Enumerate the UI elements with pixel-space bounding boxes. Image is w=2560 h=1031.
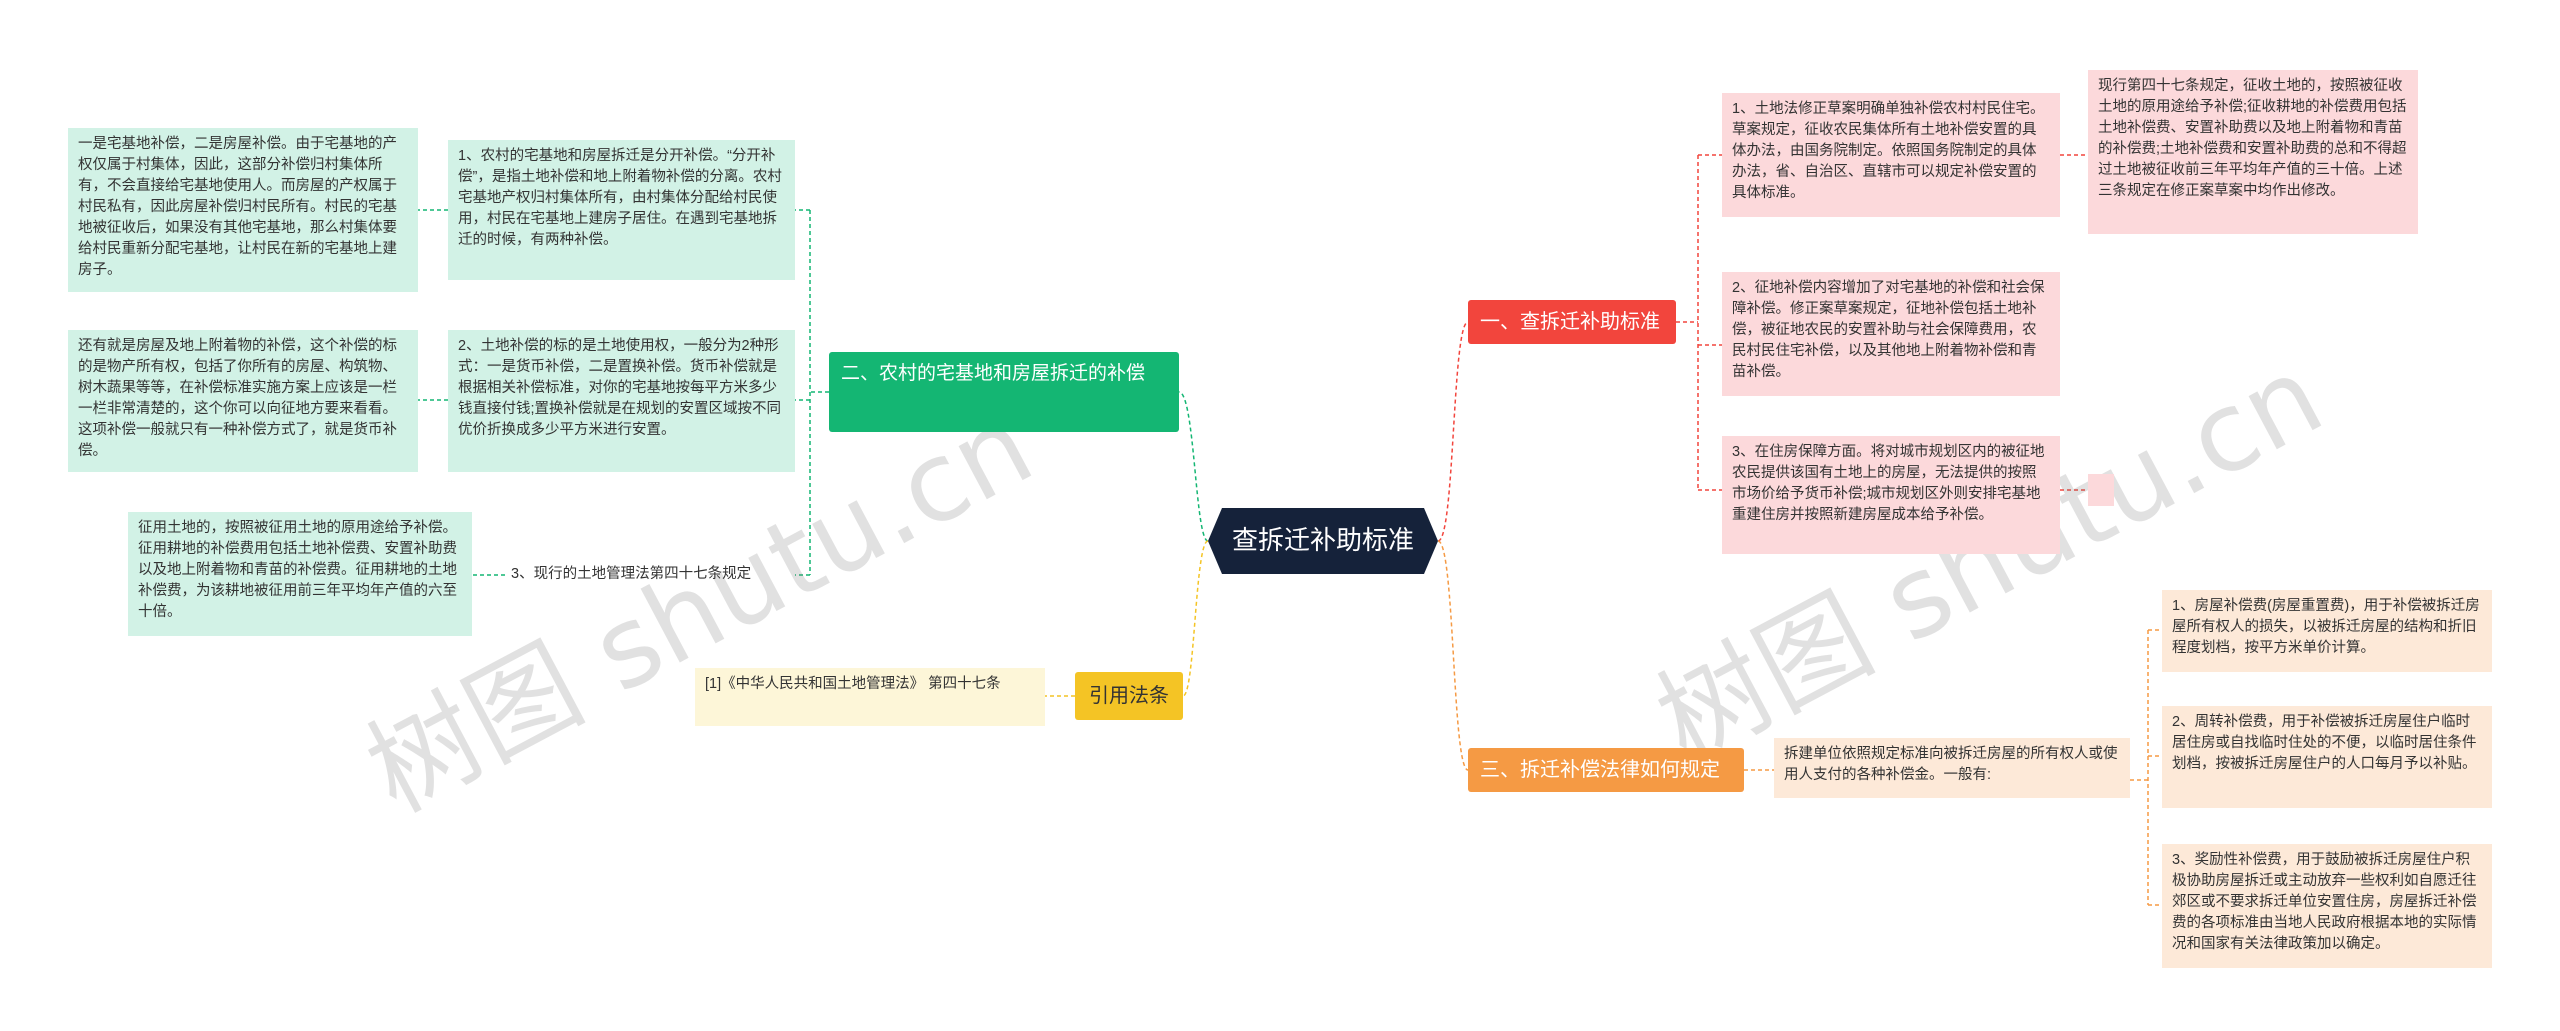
branch-3-item-2[interactable]: 2、周转补偿费，用于补偿被拆迁房屋住户临时居住房或自找临时住处的不便，以临时居住… [2162, 706, 2492, 808]
branch-1-item-3[interactable]: 3、在住房保障方面。将对城市规划区内的被征地农民提供该国有土地上的房屋，无法提供… [1722, 436, 2060, 554]
branch-2-item-1[interactable]: 1、农村的宅基地和房屋拆迁是分开补偿。“分开补偿”，是指土地补偿和地上附着物补偿… [448, 140, 795, 280]
branch-1-detail-1[interactable]: 现行第四十七条规定，征收土地的，按照被征收土地的原用途给予补偿;征收耕地的补偿费… [2088, 70, 2418, 234]
branch-2-detail-1[interactable]: 一是宅基地补偿，二是房屋补偿。由于宅基地的产权仅属于村集体，因此，这部分补偿归村… [68, 128, 418, 292]
root-label: 查拆迁补助标准 [1231, 525, 1414, 556]
branch-3-item-1[interactable]: 1、房屋补偿费(房屋重置费)，用于补偿被拆迁房屋所有权人的损失，以被拆迁房屋的结… [2162, 590, 2492, 672]
branch-3-node[interactable]: 三、拆迁补偿法律如何规定 [1468, 748, 1744, 792]
branch-4-label: 引用法条 [1089, 684, 1169, 707]
branch-2-node[interactable]: 二、农村的宅基地和房屋拆迁的补偿 [829, 352, 1179, 432]
branch-4-item-1[interactable]: [1]《中华人民共和国土地管理法》 第四十七条 [695, 668, 1045, 726]
branch-1-detail-3[interactable] [2088, 474, 2114, 506]
branch-2-label: 二、农村的宅基地和房屋拆迁的补偿 [841, 363, 1146, 384]
branch-3-intro[interactable]: 拆建单位依照规定标准向被拆迁房屋的所有权人或使用人支付的各种补偿金。一般有: [1774, 738, 2130, 798]
branch-3-label: 三、拆迁补偿法律如何规定 [1480, 758, 1720, 781]
branch-1-node[interactable]: 一、查拆迁补助标准 [1468, 300, 1676, 344]
branch-1-item-1[interactable]: 1、土地法修正草案明确单独补偿农村村民住宅。草案规定，征收农民集体所有土地补偿安… [1722, 93, 2060, 217]
branch-2-detail-3[interactable]: 征用土地的，按照被征用土地的原用途给予补偿。征用耕地的补偿费用包括土地补偿费、安… [128, 512, 472, 636]
root-node[interactable]: 查拆迁补助标准 [1208, 508, 1438, 574]
branch-1-label: 一、查拆迁补助标准 [1480, 310, 1660, 333]
branch-2-item-3[interactable]: 3、现行的土地管理法第四十七条规定 [511, 566, 752, 582]
branch-4-node[interactable]: 引用法条 [1075, 672, 1183, 720]
branch-2-detail-2[interactable]: 还有就是房屋及地上附着物的补偿，这个补偿的标的是物产所有权，包括了你所有的房屋、… [68, 330, 418, 472]
branch-1-item-2[interactable]: 2、征地补偿内容增加了对宅基地的补偿和社会保障补偿。修正案草案规定，征地补偿包括… [1722, 272, 2060, 396]
branch-3-item-3[interactable]: 3、奖励性补偿费，用于鼓励被拆迁房屋住户积极协助房屋拆迁或主动放弃一些权利如自愿… [2162, 844, 2492, 968]
branch-2-item-2[interactable]: 2、土地补偿的标的是土地使用权，一般分为2种形式：一是货币补偿，二是置换补偿。货… [448, 330, 795, 472]
